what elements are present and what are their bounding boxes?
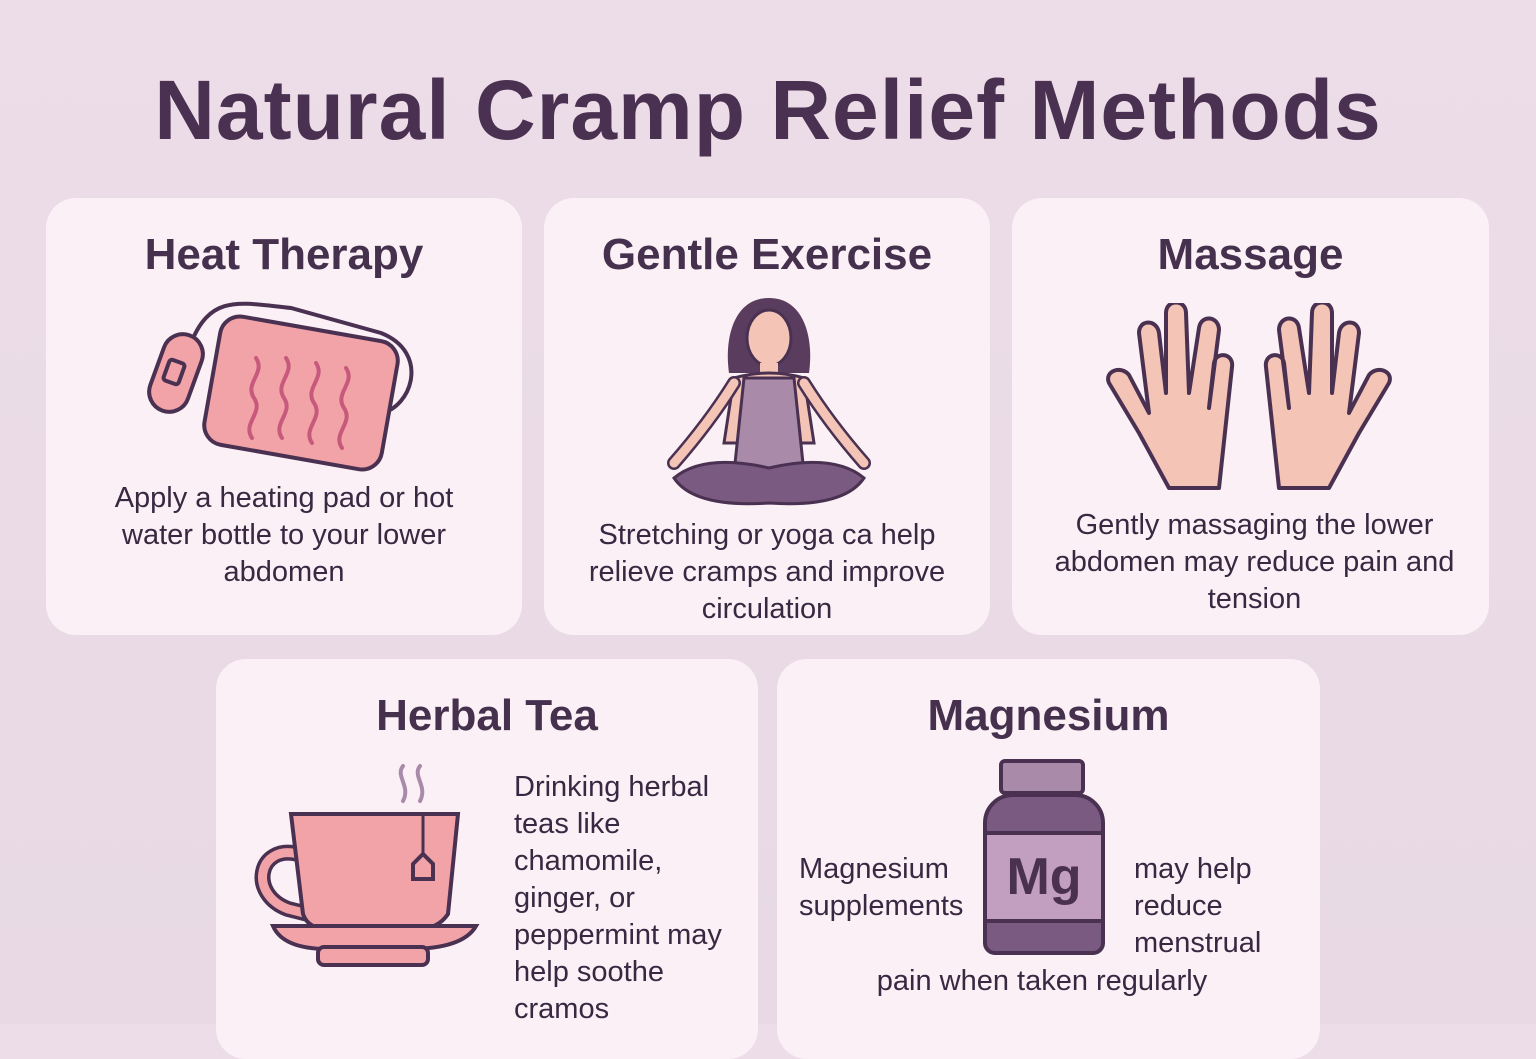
card-title: Heat Therapy	[144, 230, 424, 279]
card-title: Magnesium	[927, 691, 1170, 740]
card-description: Drinking herbal teas like chamomile, gin…	[514, 771, 722, 1025]
card-massage: Massage Gently massaging the lower abdom…	[1012, 198, 1489, 635]
card-title: Massage	[1157, 230, 1344, 279]
teacup-icon	[254, 764, 480, 967]
card-title: Gentle Exercise	[601, 230, 933, 279]
card-title: Herbal Tea	[376, 691, 598, 740]
card-description: Apply a heating pad or hot water bottle …	[114, 482, 454, 588]
card-magnesium: Magnesium Mg Magnesium supplements may h…	[777, 659, 1320, 1059]
card-description-left: Magnesium supplements	[799, 853, 964, 922]
supplement-bottle-icon: Mg	[983, 759, 1105, 955]
bottle-label: Mg	[987, 831, 1101, 923]
card-gentle-exercise: Gentle Exercise Stretching or yoga ca he…	[544, 198, 990, 635]
card-herbal-tea: Herbal Tea Drinking herbal teas like cha…	[216, 659, 758, 1059]
card-description: Gently massaging the lower abdomen may r…	[1054, 509, 1455, 615]
heating-pad-icon	[147, 301, 414, 472]
card-description-bottom: pain when taken regularly	[876, 965, 1208, 997]
card-description: Stretching or yoga ca help relieve cramp…	[588, 519, 946, 625]
yoga-woman-icon	[667, 298, 871, 506]
card-heat-therapy: Heat Therapy Apply a heating pad or hot …	[46, 198, 522, 635]
card-description-right: may help reduce menstrual	[1134, 853, 1262, 959]
page-title: Natural Cramp Relief Methods	[154, 63, 1382, 157]
hands-icon	[1106, 303, 1392, 490]
